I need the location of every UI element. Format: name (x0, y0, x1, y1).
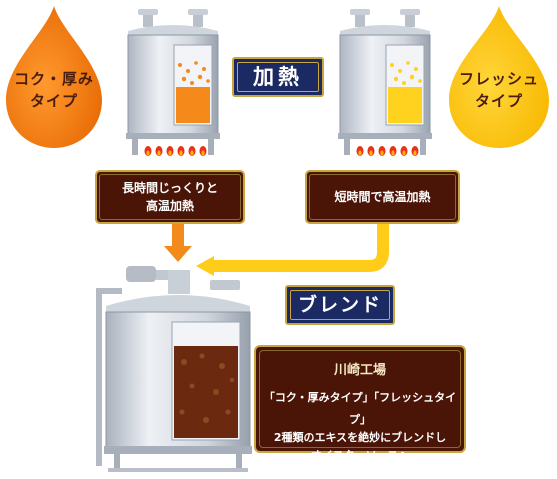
blend-info-box: 川崎工場 「コク・厚みタイプ」「フレッシュタイプ」 2種類のエキスを絶妙にブレン… (254, 345, 466, 462)
rich-process-label: 長時間じっくりと 高温加熱 (95, 170, 245, 224)
fresh-type-label-line1: フレッシュ (458, 70, 539, 88)
rich-process-line2: 高温加熱 (145, 199, 194, 213)
blend-banner: ブレンド (285, 285, 395, 325)
blend-banner-label: ブレンド (297, 294, 382, 316)
rich-type-drop (6, 6, 102, 148)
fresh-heating-tank (338, 9, 432, 156)
rich-process-line1: 長時間じっくりと (121, 181, 218, 195)
fresh-type-drop (449, 6, 549, 148)
blend-tank (96, 266, 252, 472)
fresh-type-label-line2: タイプ (474, 92, 523, 110)
heating-banner-label: 加熱 (253, 64, 303, 89)
rich-type-label-line1: コク・厚み (14, 70, 94, 88)
fresh-process-text: 短時間で高温加熱 (334, 190, 431, 204)
factory-name: 川崎工場 (333, 363, 386, 378)
fresh-type-label: フレッシュ タイプ (445, 68, 553, 112)
fresh-flow-arrow (196, 224, 389, 276)
rich-flow-arrow (164, 224, 192, 262)
fresh-process-label: 短時間で高温加熱 (305, 170, 460, 224)
blend-description-line2: 2種類のエキスを絶妙にブレンドし (273, 431, 447, 444)
heating-banner: 加熱 (232, 57, 324, 97)
blend-description: 「コク・厚みタイプ」「フレッシュタイプ」 2種類のエキスを絶妙にブレンドし オイ… (256, 387, 464, 467)
rich-type-label: コク・厚み タイプ (2, 68, 106, 112)
rich-heating-tank (126, 9, 220, 156)
rich-type-label-line2: タイプ (29, 92, 78, 110)
blend-description-line3: オイスターソースへ (310, 449, 410, 462)
blend-description-line1: 「コク・厚みタイプ」「フレッシュタイプ」 (263, 391, 457, 426)
